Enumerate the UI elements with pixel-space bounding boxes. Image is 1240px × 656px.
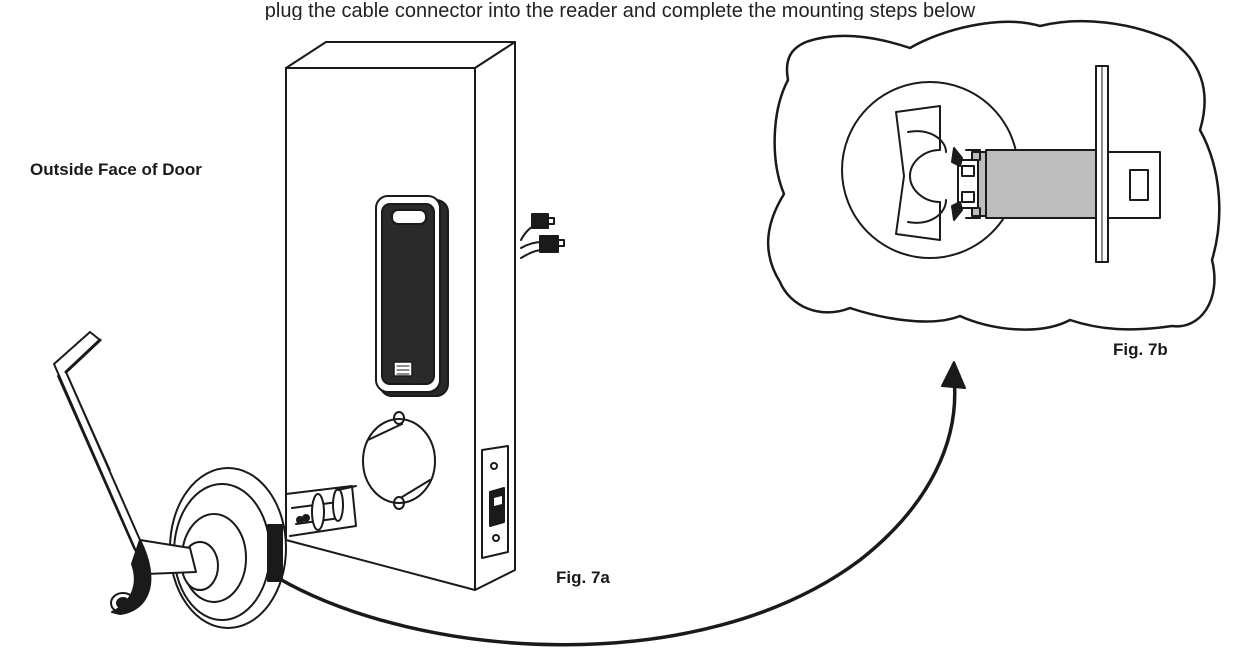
cable-connectors [520,213,565,259]
outside-face-label: Outside Face of Door [30,160,202,179]
detail-latch-closeup [841,65,1161,263]
cross-bore [362,411,436,510]
connector-arrow [276,361,966,647]
lever-handle [53,331,357,629]
header-text-fragment: plug the cable connector into the reader… [264,0,976,20]
card-reader [375,195,449,397]
fig-7a-label: Fig. 7a [556,568,610,587]
fig-7b-label: Fig. 7b [1113,340,1168,359]
latch-faceplate [481,445,509,559]
